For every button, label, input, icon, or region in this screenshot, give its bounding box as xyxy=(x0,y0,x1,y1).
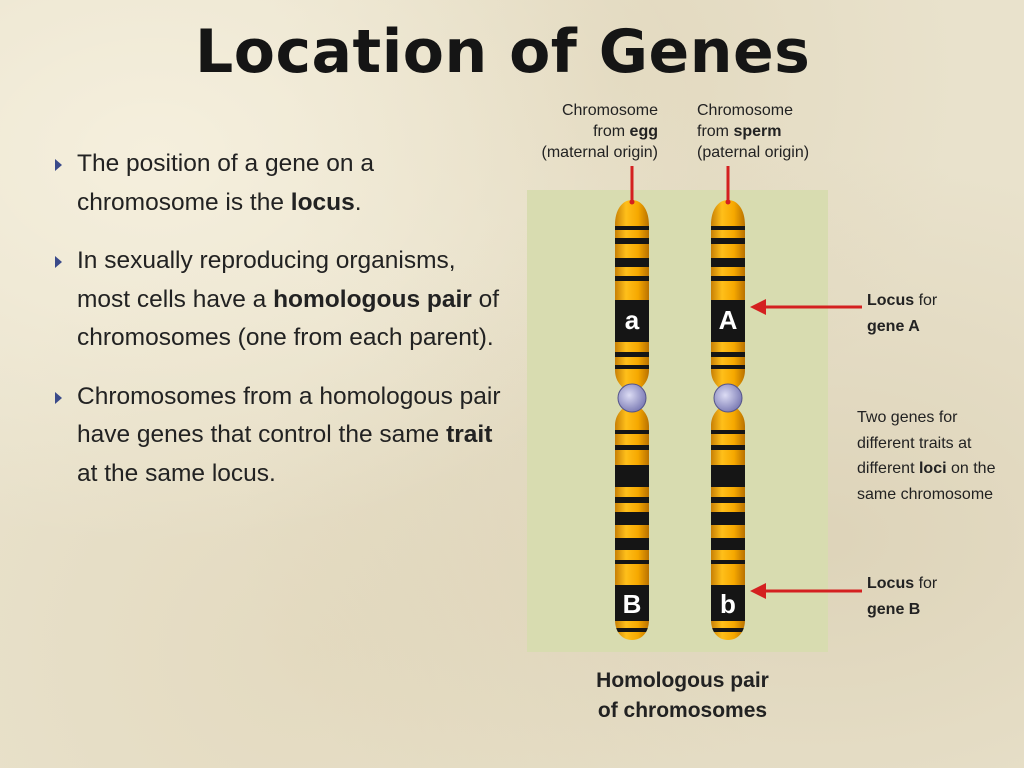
allele-right-top: A xyxy=(719,305,738,335)
figure-panel xyxy=(527,190,828,652)
locus-b-label: Locus for gene B xyxy=(867,575,938,618)
locus-b-arrow xyxy=(750,583,862,599)
origin-pointers xyxy=(629,166,731,205)
allele-left-bottom: B xyxy=(623,589,642,619)
bullet-item: The position of a gene on a chromosome i… xyxy=(55,145,515,222)
bullet-bold-term: locus xyxy=(290,188,355,216)
locus-a-arrow xyxy=(750,299,862,315)
bullet-text: The position of a gene on a chromosome i… xyxy=(77,150,374,216)
bullet-arrow-icon xyxy=(55,256,62,268)
sperm-chromosome-label: Chromosome from sperm (paternal origin) xyxy=(697,102,810,161)
centromere-right xyxy=(713,383,743,413)
bullet-text-end: at the same locus. xyxy=(77,459,276,487)
bullet-bold-term: trait xyxy=(446,421,493,448)
bullet-bold-term: homologous pair xyxy=(273,285,472,313)
bullet-text: In sexually reproducing organisms, most … xyxy=(77,247,456,313)
maternal-chromosome xyxy=(615,200,649,640)
figure-caption: Homologous pair of chromosomes xyxy=(596,669,769,722)
centromere-left xyxy=(617,383,647,413)
two-genes-label: Two genes for different traits at differ… xyxy=(857,409,996,503)
bullet-text-end: of chromosomes (one from each parent). xyxy=(77,285,500,352)
bullet-item: Chromosomes from a homologous pair have … xyxy=(55,378,515,494)
allele-right-bottom: b xyxy=(720,589,736,619)
locus-a-label: Locus for gene A xyxy=(867,292,938,335)
bullet-arrow-icon xyxy=(55,159,62,171)
allele-left-top: a xyxy=(625,305,640,335)
egg-chromosome-label: Chromosome from egg (maternal origin) xyxy=(541,102,658,161)
paternal-chromosome xyxy=(711,200,745,640)
bullet-text: Chromosomes from a homologous pair have … xyxy=(77,382,501,449)
slide-title: Location of Genes xyxy=(195,17,811,87)
bullet-text-end: . xyxy=(354,188,362,216)
bullet-item: In sexually reproducing organisms, most … xyxy=(55,242,515,358)
bullet-list: The position of a gene on a chromosome i… xyxy=(55,145,515,493)
bullet-arrow-icon xyxy=(55,391,62,404)
